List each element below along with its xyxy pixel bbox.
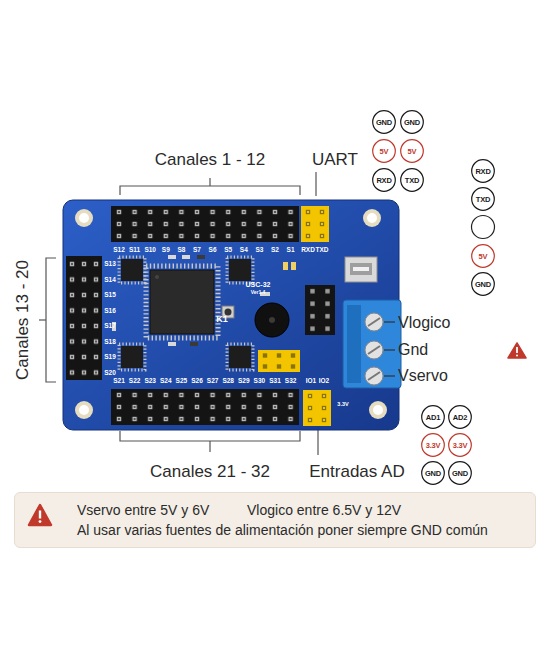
pin-name: GND <box>400 110 424 134</box>
pin-name: GND <box>421 461 445 485</box>
silkscreen-label: S19 <box>104 354 116 361</box>
silkscreen-label: S10 <box>144 247 156 254</box>
silkscreen-label: S13 <box>104 261 116 268</box>
silkscreen-label: S12 <box>113 247 125 254</box>
terminal-label: Vlogico <box>398 315 450 331</box>
silkscreen-label: TXD <box>316 247 329 254</box>
pin-header <box>66 206 335 426</box>
pin-circle: 3.3V <box>448 433 472 457</box>
silkscreen-label: RXD <box>301 247 315 254</box>
pin-name: TXD <box>400 168 424 192</box>
pin-name: 3.3V <box>421 433 445 457</box>
silkscreen-label: S26 <box>191 378 203 385</box>
silkscreen-label: S8 <box>177 247 185 254</box>
warning-text: Vservo entre 5V y 6V <box>77 502 242 518</box>
silkscreen-label: S9 <box>162 247 170 254</box>
pcb-board <box>63 200 399 430</box>
group-label: UART <box>312 151 358 168</box>
warning-text: Al usar varias fuentes de alimentación p… <box>77 522 532 538</box>
silkscreen-label: 3.3V <box>337 402 348 408</box>
silkscreen-label: Ver1.4 <box>251 290 266 295</box>
silkscreen-label: S21 <box>113 378 125 385</box>
pin-circle: RXD <box>372 168 396 192</box>
group-label: Canales 13 - 20 <box>14 260 31 380</box>
silkscreen-label: S25 <box>176 378 188 385</box>
warning-icon <box>508 343 526 358</box>
leader-line <box>384 322 395 376</box>
group-label: Entradas AD <box>309 463 404 480</box>
pin-circle <box>472 216 495 239</box>
pin-circle: 5V <box>400 139 424 163</box>
group-label: Canales 1 - 12 <box>155 151 266 168</box>
silkscreen-label: S17 <box>104 323 116 330</box>
warning-text: Vlogico entre 6.5V y 12V <box>247 502 507 518</box>
pin-name: 5V <box>471 244 495 268</box>
silkscreen-label: K1 <box>216 315 228 324</box>
pin-circle: GND <box>471 272 495 296</box>
silkscreen-label: S23 <box>144 378 156 385</box>
pin-name: 5V <box>372 139 396 163</box>
pin-circle: AD1 <box>421 405 445 429</box>
silkscreen-label: S1 <box>287 247 295 254</box>
pin-name: RXD <box>372 168 396 192</box>
pin-circle: TXD <box>471 187 495 211</box>
pin-circle: TXD <box>400 168 424 192</box>
silkscreen-label: S6 <box>209 247 217 254</box>
silkscreen-label: S15 <box>104 292 116 299</box>
pin-circle: GND <box>448 461 472 485</box>
silkscreen-label: S2 <box>271 247 279 254</box>
silkscreen-label: S22 <box>129 378 141 385</box>
bracket <box>39 172 318 455</box>
silkscreen-label: S11 <box>129 247 140 254</box>
warning-band: Vservo entre 5V y 6V Vlogico entre 6.5V y… <box>14 492 536 548</box>
group-label: Canales 21 - 32 <box>150 463 270 480</box>
usb-connector <box>345 257 377 282</box>
silkscreen-label: S3 <box>255 247 263 254</box>
silkscreen-label: S18 <box>104 338 116 345</box>
pin-name: GND <box>471 272 495 296</box>
pin-name: 3.3V <box>448 433 472 457</box>
silkscreen-label: S30 <box>254 378 266 385</box>
pin-circle: 5V <box>372 139 396 163</box>
silkscreen-label: S24 <box>160 378 172 385</box>
pin-circle: 5V <box>471 244 495 268</box>
silkscreen-label: S4 <box>240 247 248 254</box>
pin-name: AD2 <box>448 405 472 429</box>
pin-circle: GND <box>372 110 396 134</box>
terminal-block <box>343 300 401 388</box>
silkscreen-label: IO1 <box>306 378 316 385</box>
pin-name: 5V <box>400 139 424 163</box>
silkscreen-label: S5 <box>224 247 232 254</box>
smd-component <box>112 255 296 346</box>
silkscreen-label: S27 <box>207 378 219 385</box>
terminal-label: Vservo <box>398 368 448 384</box>
pin-name: TXD <box>471 187 495 211</box>
silkscreen-label: S16 <box>104 307 116 314</box>
silkscreen-label: S7 <box>193 247 201 254</box>
silkscreen-label: S28 <box>222 378 234 385</box>
silkscreen-label: S32 <box>285 378 297 385</box>
silkscreen-label: S20 <box>104 369 116 376</box>
silkscreen-label: S31 <box>269 378 281 385</box>
pin-circle: GND <box>421 461 445 485</box>
pin-name: GND <box>448 461 472 485</box>
pin-name: AD1 <box>421 405 445 429</box>
pin-circle: AD2 <box>448 405 472 429</box>
pin-circle: GND <box>400 110 424 134</box>
terminal-label: Gnd <box>398 342 428 358</box>
ic-chip <box>119 257 253 370</box>
silkscreen-label: S14 <box>104 276 116 283</box>
pin-circle: RXD <box>471 159 495 183</box>
silkscreen-label: IO2 <box>319 378 329 385</box>
silkscreen-label: USC-32 <box>246 281 271 288</box>
pin-circle: 3.3V <box>421 433 445 457</box>
silkscreen-label: S29 <box>238 378 250 385</box>
pin-name: GND <box>372 110 396 134</box>
pin-name: RXD <box>471 159 495 183</box>
buzzer <box>255 303 289 337</box>
